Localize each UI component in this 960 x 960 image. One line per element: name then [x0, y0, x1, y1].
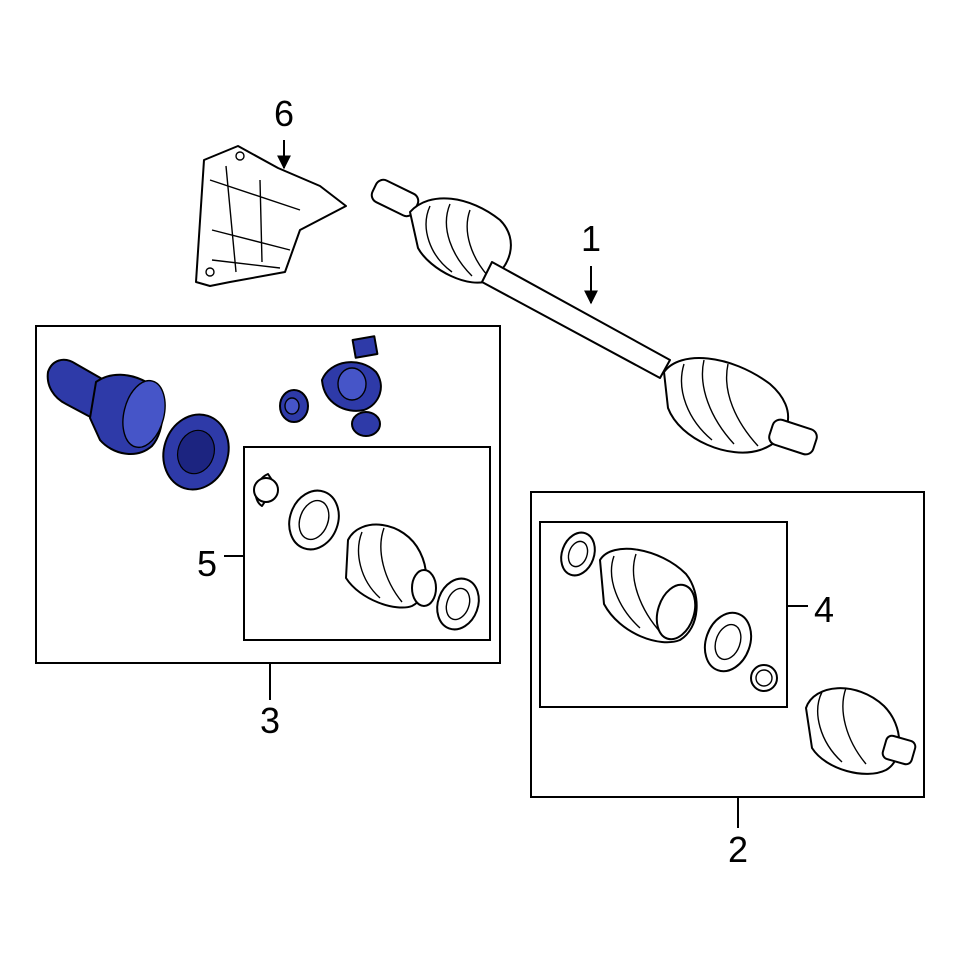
group-box-5 — [243, 446, 491, 641]
callout-1: 1 — [581, 218, 601, 259]
group-box-3 — [35, 325, 501, 664]
group-box-4 — [539, 521, 788, 708]
callout-3: 3 — [260, 700, 280, 741]
group-box-2 — [530, 491, 925, 798]
boot-kit-5-parts[interactable] — [253, 473, 486, 635]
callout-2: 2 — [728, 829, 748, 870]
tripod-joint-part[interactable] — [279, 335, 382, 437]
heat-shield-part[interactable] — [195, 145, 347, 287]
boot-kit-4-parts[interactable] — [555, 528, 778, 692]
callout-5: 5 — [197, 543, 217, 584]
callout-6: 6 — [274, 93, 294, 134]
callout-4: 4 — [814, 589, 834, 630]
inner-cv-joint-housing-part[interactable] — [46, 358, 172, 455]
joint-flange-part[interactable] — [154, 406, 238, 498]
outer-cv-joint-part[interactable] — [805, 687, 917, 775]
axle-shaft-assembly-part[interactable] — [369, 177, 819, 456]
